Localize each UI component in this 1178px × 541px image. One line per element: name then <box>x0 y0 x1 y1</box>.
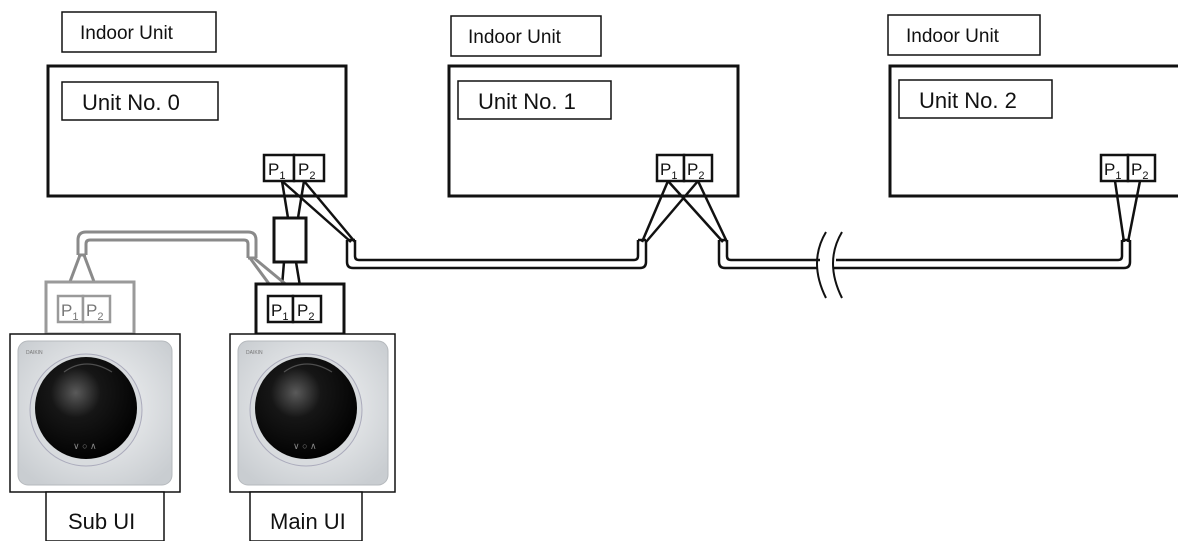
sub-ui-label: Sub UI <box>68 509 135 534</box>
svg-text:Indoor Unit: Indoor Unit <box>906 26 1000 47</box>
main-cable <box>345 238 1132 270</box>
sub-ui-controller: DAIKIN ∨ ○ ∧ Sub UI <box>9 333 181 541</box>
svg-text:Indoor Unit: Indoor Unit <box>80 23 174 44</box>
unit-label: Unit No. 2 <box>919 88 1017 113</box>
svg-text:P1: P1 <box>1104 160 1121 182</box>
svg-text:P1: P1 <box>268 160 285 182</box>
svg-text:Indoor Unit: Indoor Unit <box>468 27 562 48</box>
dial-icon <box>255 357 357 459</box>
indoor-unit-1-header: Indoor Unit <box>450 15 602 57</box>
junction-box <box>272 216 308 287</box>
svg-text:P2: P2 <box>86 301 103 323</box>
svg-text:P2: P2 <box>297 301 314 323</box>
indoor-unit-2-header: Indoor Unit <box>887 14 1041 56</box>
svg-text:P2: P2 <box>687 160 704 182</box>
svg-text:P1: P1 <box>271 301 288 323</box>
indoor-unit-0: Unit No. 0 <box>46 64 348 198</box>
svg-text:P1: P1 <box>660 160 677 182</box>
unit-label: Unit No. 1 <box>478 89 576 114</box>
svg-text:∨ ○ ∧: ∨ ○ ∧ <box>73 441 97 451</box>
main-ui-label: Main UI <box>270 509 346 534</box>
sub-ui-terminal-plate: P1 P2 <box>44 280 136 336</box>
main-ui-controller: DAIKIN ∨ ○ ∧ Main UI <box>229 333 396 541</box>
dial-icon <box>35 357 137 459</box>
svg-text:P1: P1 <box>61 301 78 323</box>
svg-text:∨ ○ ∧: ∨ ○ ∧ <box>293 441 317 451</box>
cable-break-mark <box>816 231 843 299</box>
terminal-block-unit-2: P1 P2 <box>1099 153 1157 183</box>
terminal-block-unit-1: P1 P2 <box>655 153 714 183</box>
main-ui-terminal-plate: P1 P2 <box>254 282 346 336</box>
svg-text:P2: P2 <box>298 160 315 182</box>
terminal-block-unit-0: P1 P2 <box>262 153 326 183</box>
svg-text:P2: P2 <box>1131 160 1148 182</box>
indoor-unit-0-header: Indoor Unit <box>61 11 217 53</box>
svg-text:DAIKIN: DAIKIN <box>26 350 43 356</box>
svg-text:DAIKIN: DAIKIN <box>246 350 263 356</box>
terminal-wires <box>280 180 1142 243</box>
unit-label: Unit No. 0 <box>82 90 180 115</box>
